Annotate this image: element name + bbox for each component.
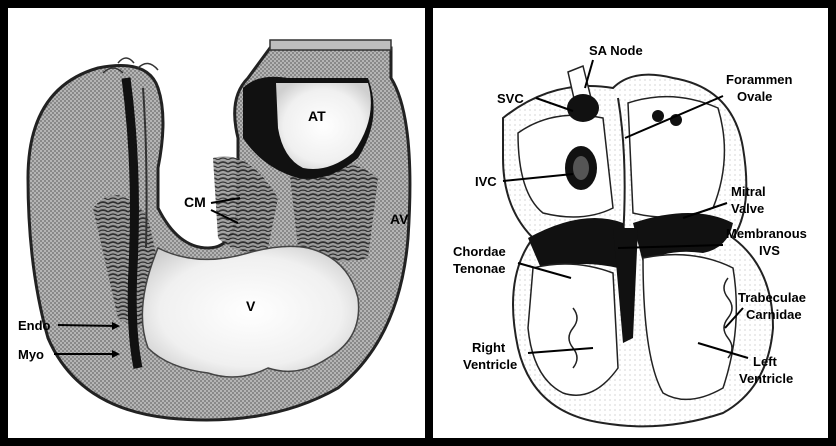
- label-endo: Endo: [18, 318, 51, 333]
- label-chordae-1: Chordae: [453, 244, 506, 259]
- label-trabeculae-2: Carnidae: [746, 307, 802, 322]
- embryonic-heart-panel: AT CM AV V Endo Myo: [8, 8, 425, 438]
- label-right-ventricle-2: Ventricle: [463, 357, 517, 372]
- label-av: AV: [390, 211, 409, 227]
- leader-endo: [58, 325, 118, 326]
- label-membranous-1: Membranous: [726, 226, 807, 241]
- label-left-ventricle-2: Ventricle: [739, 371, 793, 386]
- adult-heart-panel: SA Node SVC Forammen Ovale IVC Mitral Va…: [433, 8, 828, 438]
- label-myo: Myo: [18, 347, 44, 362]
- adult-heart-drawing: SA Node SVC Forammen Ovale IVC Mitral Va…: [433, 8, 828, 438]
- label-right-ventricle-1: Right: [472, 340, 506, 355]
- label-left-ventricle-1: Left: [753, 354, 778, 369]
- label-v: V: [246, 298, 256, 314]
- label-ivc: IVC: [475, 174, 497, 189]
- left-ventricle-chamber: [643, 255, 736, 400]
- label-trabeculae-1: Trabeculae: [738, 290, 806, 305]
- label-chordae-2: Tenonae: [453, 261, 506, 276]
- label-sa-node: SA Node: [589, 43, 643, 58]
- label-mitral-1: Mitral: [731, 184, 766, 199]
- label-mitral-2: Valve: [731, 201, 764, 216]
- label-membranous-2: IVS: [759, 243, 780, 258]
- leader-sa-node: [585, 60, 593, 88]
- embryonic-heart-drawing: AT CM AV V Endo Myo: [8, 8, 425, 438]
- label-cm: CM: [184, 194, 206, 210]
- label-at: AT: [308, 108, 326, 124]
- label-svc: SVC: [497, 91, 524, 106]
- label-forammen-1: Forammen: [726, 72, 793, 87]
- label-forammen-2: Ovale: [737, 89, 772, 104]
